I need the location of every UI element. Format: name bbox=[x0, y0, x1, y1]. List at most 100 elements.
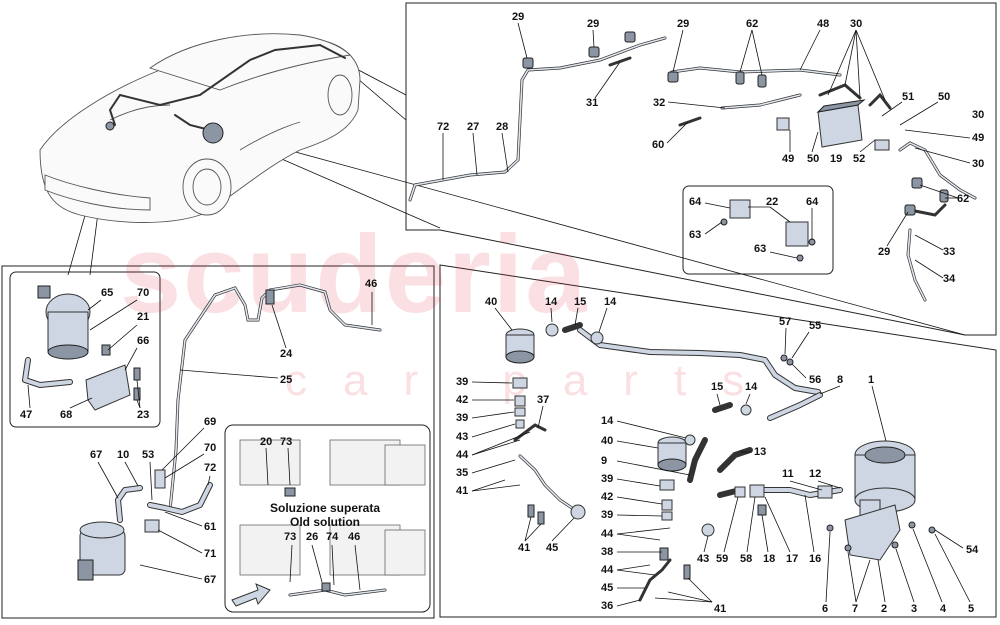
callout-7: 7 bbox=[852, 603, 858, 615]
callout-14: 14 bbox=[604, 296, 617, 308]
pump-location-marker bbox=[202, 122, 224, 144]
callout-32: 32 bbox=[653, 97, 665, 109]
callout-67: 67 bbox=[90, 449, 102, 461]
callout-43: 43 bbox=[697, 553, 709, 565]
callout-47: 47 bbox=[20, 409, 32, 421]
car-illustration bbox=[39, 33, 361, 223]
callout-72: 72 bbox=[204, 462, 216, 474]
clip-icon bbox=[667, 71, 679, 83]
callout-45: 45 bbox=[546, 542, 558, 554]
valve-icon bbox=[874, 139, 890, 151]
callout-51: 51 bbox=[902, 91, 914, 103]
connector-part bbox=[154, 469, 166, 489]
clip-icon bbox=[588, 46, 600, 58]
clamp-icon bbox=[545, 323, 559, 337]
gasket-icon bbox=[570, 504, 586, 520]
callout-73: 73 bbox=[280, 436, 292, 448]
connector-part bbox=[734, 486, 746, 498]
check-valve-40 bbox=[505, 328, 535, 364]
callout-30: 30 bbox=[972, 109, 984, 121]
callout-54: 54 bbox=[966, 544, 979, 556]
bolt-icon bbox=[512, 377, 528, 389]
callout-61: 61 bbox=[204, 521, 216, 533]
direction-arrow-icon bbox=[231, 583, 271, 607]
callout-46: 46 bbox=[348, 531, 360, 543]
callout-31: 31 bbox=[586, 97, 598, 109]
callout-57: 57 bbox=[779, 316, 791, 328]
clip-icon bbox=[911, 177, 923, 189]
callout-33: 33 bbox=[943, 246, 955, 258]
callout-13: 13 bbox=[754, 446, 766, 458]
callout-37: 37 bbox=[537, 394, 549, 406]
bolt-icon bbox=[515, 419, 525, 429]
callout-62: 62 bbox=[957, 193, 969, 205]
callout-52: 52 bbox=[853, 153, 865, 165]
callout-39: 39 bbox=[601, 509, 613, 521]
callout-11: 11 bbox=[782, 468, 794, 480]
callout-38: 38 bbox=[601, 546, 613, 558]
callout-25: 25 bbox=[280, 374, 292, 386]
canister-part bbox=[816, 99, 866, 148]
superseded-label-en: Old solution bbox=[290, 515, 360, 529]
callout-73: 73 bbox=[284, 531, 296, 543]
callout-63: 63 bbox=[754, 243, 766, 255]
callout-53: 53 bbox=[142, 449, 154, 461]
callout-71: 71 bbox=[204, 548, 216, 560]
callout-39: 39 bbox=[601, 473, 613, 485]
clamp-icon bbox=[740, 404, 752, 416]
watermark-sub: car parts bbox=[285, 356, 780, 405]
callout-30: 30 bbox=[850, 18, 862, 30]
engine-sketch-bottom bbox=[239, 524, 426, 576]
callout-70: 70 bbox=[204, 442, 216, 454]
callout-65: 65 bbox=[101, 287, 113, 299]
callout-10: 10 bbox=[117, 449, 129, 461]
callout-17: 17 bbox=[786, 553, 798, 565]
callout-29: 29 bbox=[587, 18, 599, 30]
callout-3: 3 bbox=[911, 603, 917, 615]
check-valve-40b bbox=[657, 436, 687, 472]
callout-29: 29 bbox=[878, 246, 890, 258]
inset-valves bbox=[682, 185, 834, 275]
watermark-brand: scuderia bbox=[120, 213, 588, 336]
callout-29: 29 bbox=[677, 18, 689, 30]
callout-4: 4 bbox=[940, 603, 947, 615]
callout-16: 16 bbox=[809, 553, 821, 565]
callout-8: 8 bbox=[837, 374, 843, 386]
watermark: scuderia car parts bbox=[120, 213, 780, 405]
callout-55: 55 bbox=[809, 320, 821, 332]
clamp-icon bbox=[590, 331, 604, 345]
callout-49: 49 bbox=[782, 153, 794, 165]
connector-part bbox=[144, 519, 160, 533]
callout-41: 41 bbox=[456, 485, 468, 497]
engine-sketch-top bbox=[239, 439, 426, 486]
callout-64: 64 bbox=[806, 196, 819, 208]
callout-27: 27 bbox=[467, 121, 479, 133]
callout-5: 5 bbox=[968, 603, 974, 615]
callout-20: 20 bbox=[260, 436, 272, 448]
callout-48: 48 bbox=[817, 18, 829, 30]
callout-1: 1 bbox=[868, 374, 874, 386]
callout-26: 26 bbox=[306, 531, 318, 543]
nut-icon bbox=[701, 523, 715, 537]
callout-6: 6 bbox=[822, 603, 828, 615]
vapour-line-parts bbox=[408, 31, 977, 302]
bolt-icon bbox=[661, 511, 673, 521]
valve-icon bbox=[729, 199, 751, 219]
callout-44: 44 bbox=[601, 528, 614, 540]
callout-46: 46 bbox=[365, 278, 377, 290]
callout-12: 12 bbox=[809, 468, 821, 480]
callout-29: 29 bbox=[512, 11, 524, 23]
callout-56: 56 bbox=[809, 374, 821, 386]
callout-59: 59 bbox=[716, 553, 728, 565]
valve-icon bbox=[785, 221, 809, 247]
callout-70: 70 bbox=[137, 287, 149, 299]
callout-36: 36 bbox=[601, 600, 613, 612]
secondary-air-parts bbox=[505, 322, 936, 602]
callout-44: 44 bbox=[456, 449, 469, 461]
callout-69: 69 bbox=[204, 416, 216, 428]
callout-14: 14 bbox=[601, 415, 614, 427]
callout-50: 50 bbox=[807, 153, 819, 165]
superseded-label-it: Soluzione superata bbox=[270, 501, 380, 515]
callouts: 29 29 29 62 48 30 31 32 60 72 27 28 51 5… bbox=[20, 11, 984, 615]
annotations: Soluzione superata Old solution bbox=[270, 501, 380, 529]
